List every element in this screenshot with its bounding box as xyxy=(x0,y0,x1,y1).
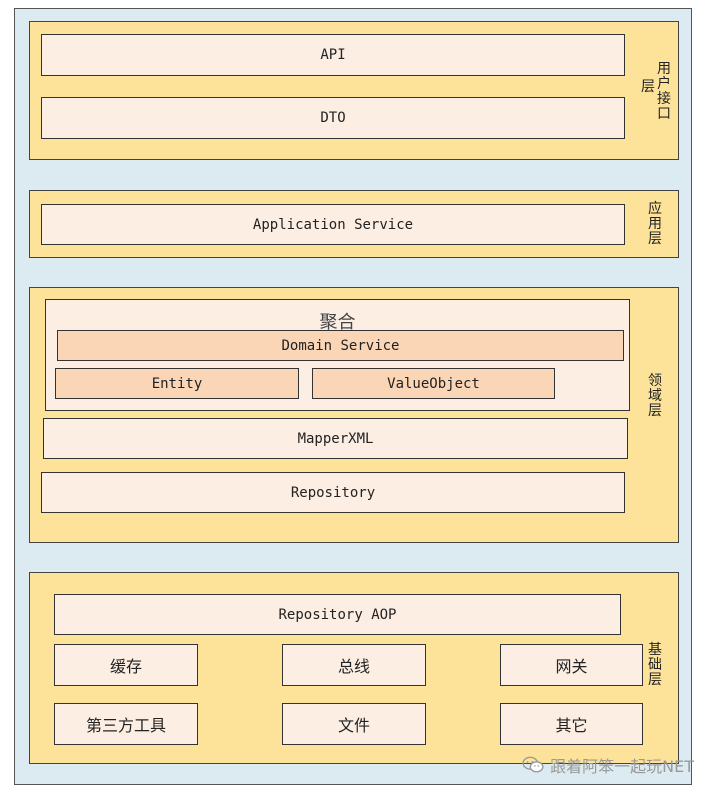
aggregate-container: 聚合 Domain Service Entity ValueObject xyxy=(45,299,630,411)
dto-box: DTO xyxy=(41,97,625,139)
user-interface-layer-label-b: 层 xyxy=(641,79,655,95)
bus-box: 总线 xyxy=(282,644,426,686)
file-box: 文件 xyxy=(282,703,426,745)
application-layer: Application Service 应用层 xyxy=(29,190,679,258)
mapper-xml-box: MapperXML xyxy=(43,418,628,459)
aggregate-title: 聚合 xyxy=(319,312,356,333)
infrastructure-layer: Repository AOP 缓存 总线 网关 第三方工具 文件 其它 基础层 xyxy=(29,572,679,764)
architecture-diagram: API DTO 层 用户接口 Application Service 应用层 聚… xyxy=(14,8,692,785)
watermark-text: 跟着阿笨一起玩NET xyxy=(550,757,694,776)
repository-box: Repository xyxy=(41,472,625,513)
cache-box: 缓存 xyxy=(54,644,198,686)
application-service-box: Application Service xyxy=(41,204,625,245)
gateway-box: 网关 xyxy=(500,644,643,686)
third-party-tools-box: 第三方工具 xyxy=(54,703,198,745)
watermark: 跟着阿笨一起玩NET xyxy=(522,753,694,777)
entity-box: Entity xyxy=(55,368,299,399)
other-box: 其它 xyxy=(500,703,643,745)
domain-layer: 聚合 Domain Service Entity ValueObject Map… xyxy=(29,287,679,543)
wechat-icon xyxy=(522,756,544,773)
value-object-box: ValueObject xyxy=(312,368,555,399)
infrastructure-layer-label: 基础层 xyxy=(648,642,662,688)
user-interface-layer-label-a: 用户接口 xyxy=(657,61,671,122)
user-interface-layer: API DTO 层 用户接口 xyxy=(29,21,679,160)
repository-aop-box: Repository AOP xyxy=(54,594,621,635)
application-layer-label: 应用层 xyxy=(648,201,662,247)
domain-layer-label: 领域层 xyxy=(648,373,662,419)
api-box: API xyxy=(41,34,625,76)
domain-service-box: Domain Service xyxy=(57,330,624,361)
